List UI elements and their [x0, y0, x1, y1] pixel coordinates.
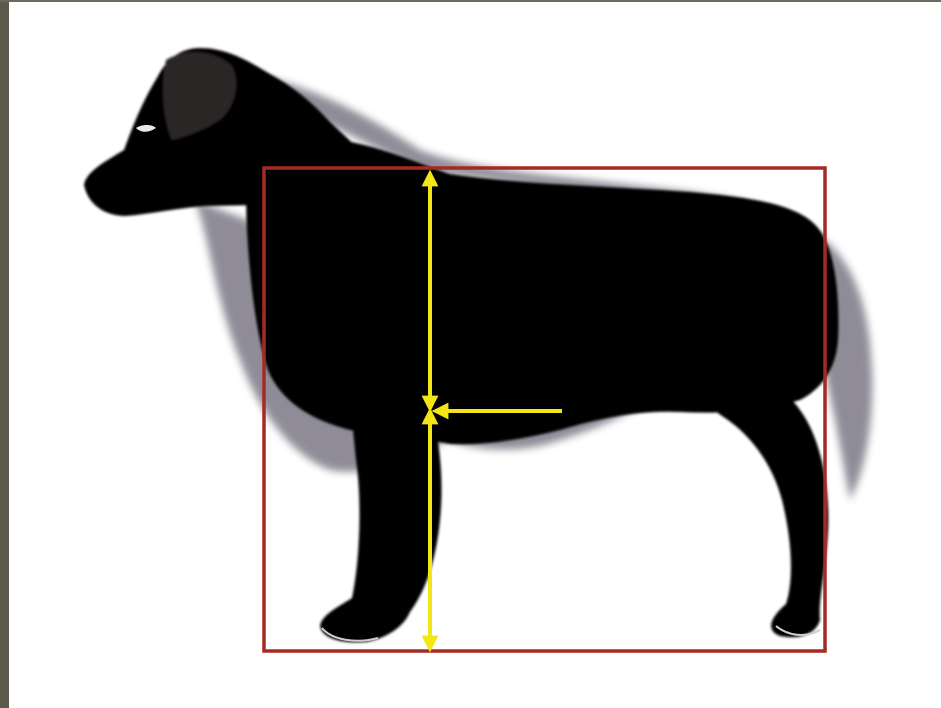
dog-silhouette	[84, 48, 838, 642]
dog-rear-leg	[690, 360, 828, 637]
